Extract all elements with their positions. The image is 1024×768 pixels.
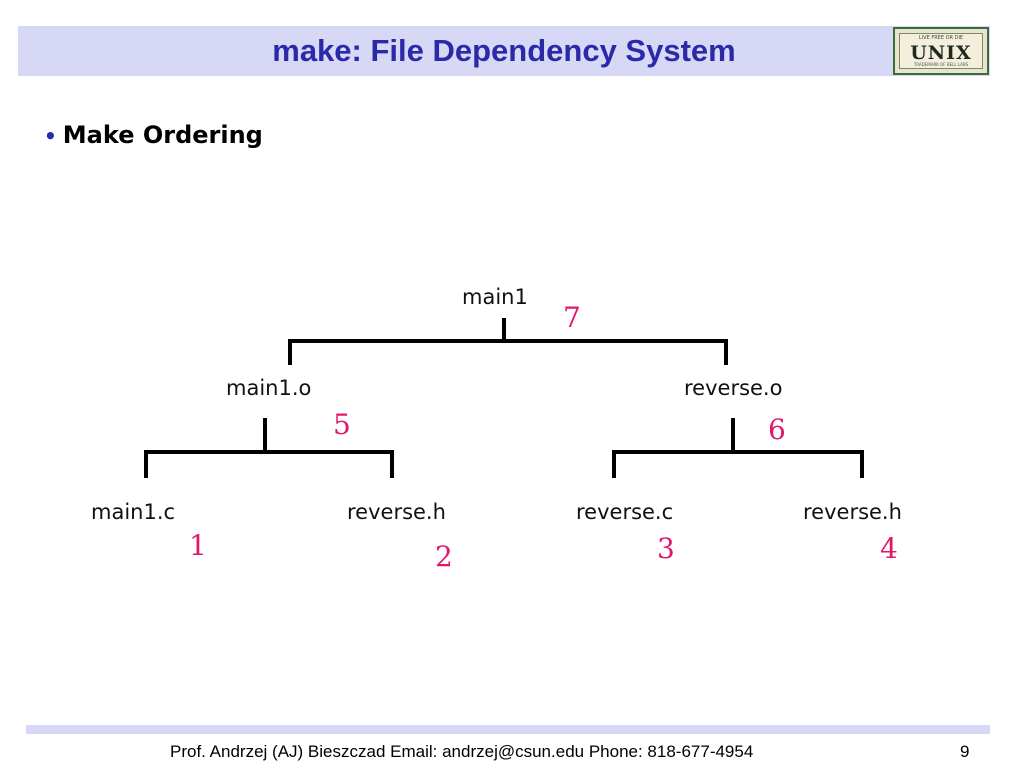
footer-bar: [26, 725, 990, 734]
order-number-reverse-c: 3: [657, 532, 675, 565]
node-reverse-o: reverse.o: [684, 376, 783, 400]
logo-bottom-text: TRADEMARK OF BELL LABS: [913, 62, 969, 67]
edge-main1-stem: [502, 318, 506, 340]
slide-title: make: File Dependency System: [272, 33, 736, 68]
order-number-main1-c: 1: [189, 529, 207, 562]
edge-main1o-bar: [144, 450, 394, 454]
order-number-reverse-h-right: 4: [880, 532, 898, 565]
logo-top-text: LIVE FREE OR DIE: [918, 35, 964, 41]
edge-reverseo-left-drop: [612, 450, 616, 478]
edge-reverseo-right-drop: [860, 450, 864, 478]
edge-main1o-right-drop: [390, 450, 394, 478]
edge-main1-bar: [288, 339, 728, 343]
page-number: 9: [960, 742, 970, 761]
edge-main1-right-drop: [724, 339, 728, 365]
header-bar: [18, 26, 990, 76]
edge-main1-left-drop: [288, 339, 292, 365]
edge-main1o-left-drop: [144, 450, 148, 478]
order-number-reverse-o: 6: [768, 413, 786, 446]
footer-contact: Prof. Andrzej (AJ) Bieszczad Email: andr…: [170, 742, 754, 761]
node-main1-c: main1.c: [91, 500, 176, 524]
node-reverse-c: reverse.c: [576, 500, 674, 524]
order-number-reverse-h-left: 2: [435, 540, 453, 573]
bullet-dot-icon: •: [44, 124, 57, 148]
node-reverse-h-left: reverse.h: [347, 500, 446, 524]
bullet-item: •Make Ordering: [44, 118, 263, 152]
node-reverse-h-right: reverse.h: [803, 500, 902, 524]
unix-logo-frame: LIVE FREE OR DIE UNIX TRADEMARK OF BELL …: [899, 33, 983, 69]
edge-main1o-stem: [263, 418, 267, 452]
edge-reverseo-stem: [731, 418, 735, 452]
edge-reverseo-bar: [612, 450, 864, 454]
order-number-main1: 7: [563, 301, 581, 334]
logo-word: UNIX: [910, 42, 972, 64]
order-number-main1-o: 5: [333, 408, 351, 441]
node-main1-o: main1.o: [226, 376, 312, 400]
unix-logo: LIVE FREE OR DIE UNIX TRADEMARK OF BELL …: [893, 27, 989, 75]
node-main1: main1: [462, 285, 528, 309]
bullet-text: Make Ordering: [62, 121, 263, 149]
